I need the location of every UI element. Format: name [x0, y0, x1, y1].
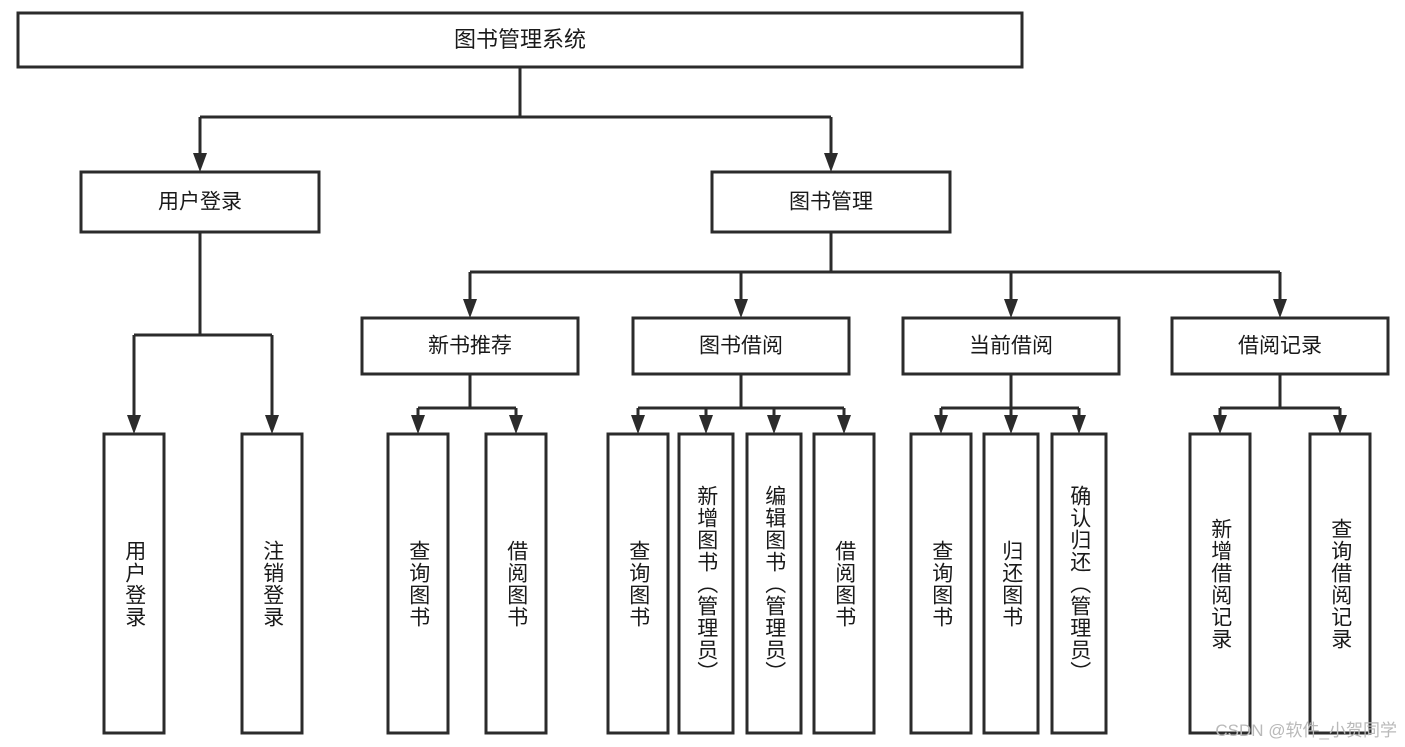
node-book-manage-box[interactable]: [710, 170, 952, 234]
arrow-down-icon: [1333, 415, 1347, 434]
leaf-leaf-return-book-box[interactable]: [982, 432, 1040, 735]
arrow-down-icon: [1004, 299, 1018, 318]
node-book-borrow-box[interactable]: [631, 316, 851, 376]
leaf-leaf-query-book-2-box[interactable]: [606, 432, 670, 735]
leaf-leaf-query-book-1-box[interactable]: [386, 432, 450, 735]
arrow-down-icon: [824, 153, 838, 172]
arrow-down-icon: [837, 415, 851, 434]
leaf-leaf-query-book-3-box[interactable]: [909, 432, 973, 735]
node-user-login-label: 用户登录: [158, 191, 242, 214]
node-borrow-record-box[interactable]: [1170, 316, 1390, 376]
leaf-leaf-user-login-box[interactable]: [102, 432, 166, 735]
leaf-leaf-edit-book-box[interactable]: [745, 432, 803, 735]
node-book-manage-label: 图书管理: [789, 191, 873, 214]
node-root-label: 图书管理系统: [454, 27, 586, 52]
arrow-down-icon: [934, 415, 948, 434]
arrow-down-icon: [767, 415, 781, 434]
arrow-down-icon: [127, 415, 141, 434]
arrow-down-icon: [1213, 415, 1227, 434]
leaf-leaf-borrow-book-2-box[interactable]: [812, 432, 876, 735]
arrow-down-icon: [1273, 299, 1287, 318]
node-book-borrow-label: 图书借阅: [699, 335, 783, 358]
arrow-down-icon: [1004, 415, 1018, 434]
arrow-down-icon: [265, 415, 279, 434]
leaf-leaf-user-logout-box[interactable]: [240, 432, 304, 735]
node-new-book-rec-box[interactable]: [360, 316, 580, 376]
arrow-down-icon: [193, 153, 207, 172]
node-boxes-layer: [16, 11, 1390, 735]
arrow-down-icon: [631, 415, 645, 434]
node-current-borrow-box[interactable]: [901, 316, 1121, 376]
leaf-leaf-add-book-box[interactable]: [677, 432, 735, 735]
leaf-leaf-add-record-box[interactable]: [1188, 432, 1252, 735]
arrow-down-icon: [734, 299, 748, 318]
node-user-login-box[interactable]: [79, 170, 321, 234]
arrow-down-icon: [463, 299, 477, 318]
node-new-book-rec-label: 新书推荐: [428, 335, 512, 358]
node-borrow-record-label: 借阅记录: [1238, 335, 1322, 358]
leaf-leaf-query-record-box[interactable]: [1308, 432, 1372, 735]
arrow-down-icon: [1072, 415, 1086, 434]
leaf-leaf-borrow-book-1-box[interactable]: [484, 432, 548, 735]
arrow-down-icon: [699, 415, 713, 434]
watermark-text: CSDN @软件_小贺同学: [1215, 721, 1397, 740]
arrow-down-icon: [411, 415, 425, 434]
connectors-layer: [127, 67, 1347, 434]
arrow-down-icon: [509, 415, 523, 434]
node-current-borrow-label: 当前借阅: [969, 335, 1053, 358]
node-root-box[interactable]: [16, 11, 1024, 69]
leaf-leaf-confirm-return-box[interactable]: [1050, 432, 1108, 735]
